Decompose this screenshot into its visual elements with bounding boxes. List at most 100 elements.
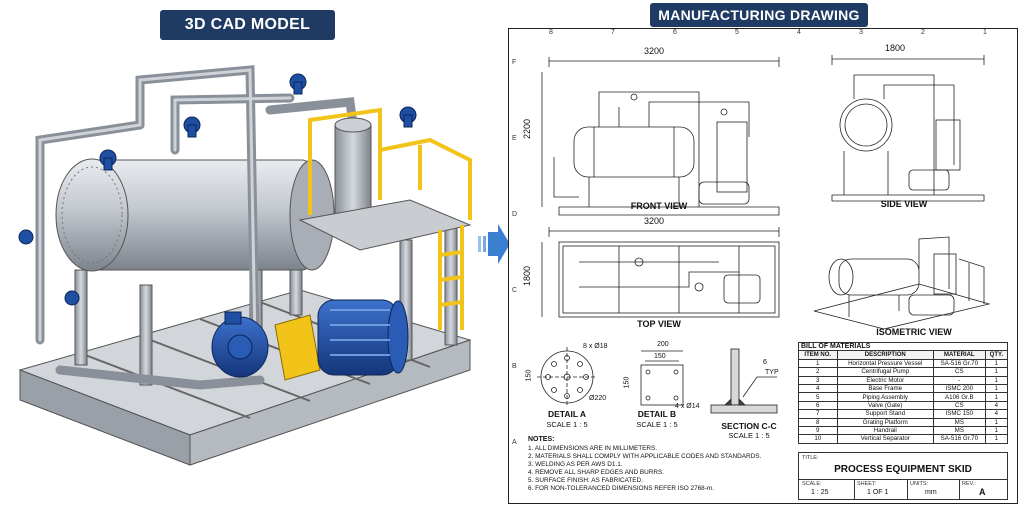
table-cell: Electric Motor (836, 375, 934, 385)
section-weld-typ: TYP (765, 369, 779, 376)
table-cell: 2 (798, 367, 838, 377)
gate-valves (18, 73, 417, 306)
table-cell: ISMC 150 (932, 409, 986, 419)
table-cell: MS (932, 417, 986, 427)
table-cell: Support Stand (836, 409, 934, 419)
table-cell: 9 (798, 425, 838, 436)
section-weld-size: 6 (763, 359, 767, 366)
front-height-dim: 2200 (522, 118, 533, 140)
table-cell: 4 (984, 400, 1009, 411)
zone-marker-top: 6 (673, 29, 677, 36)
table-cell: Piping Assembly (836, 392, 934, 402)
top-height-dim: 1800 (522, 265, 533, 287)
title-caption: TITLE: (802, 455, 819, 461)
bom-header-qty: QTY. (984, 350, 1009, 360)
note-item: 4. REMOVE ALL SHARP EDGES AND BURRS. (528, 469, 665, 476)
detail-a-dia-dim: Ø220 (589, 395, 607, 402)
front-view-drawing (541, 57, 780, 216)
drawing-notes: NOTES: 1. ALL DIMENSIONS ARE IN MILLIMET… (528, 436, 778, 493)
side-view-label: SIDE VIEW (880, 199, 928, 209)
table-cell: 1 (984, 383, 1009, 394)
table-cell: 1 (984, 417, 1009, 427)
note-item: 1. ALL DIMENSIONS ARE IN MILLIMETERS. (528, 445, 658, 452)
table-cell: Handrail (836, 425, 934, 436)
zone-marker-side: C (512, 287, 518, 294)
detail-b-scale: SCALE 1 : 5 (636, 420, 678, 429)
table-cell: 4 (984, 409, 1009, 419)
detail-a-side-dim: 150 (525, 369, 533, 382)
table-cell: Grating Platform (836, 417, 934, 427)
cad-model-title: 3D CAD MODEL (160, 10, 335, 40)
zone-marker-top: 1 (983, 29, 987, 36)
table-cell: 1 (984, 425, 1009, 436)
note-item: 2. MATERIALS SHALL COMPLY WITH APPLICABL… (528, 453, 762, 460)
table-cell: Base Frame (836, 383, 934, 394)
table-cell: 7 (798, 409, 838, 419)
table-cell: 10 (798, 434, 838, 444)
table-cell: 1 (984, 392, 1009, 402)
table-cell: 5 (798, 392, 838, 402)
zone-marker-top: 3 (859, 29, 863, 36)
rev-value: A (979, 487, 986, 497)
title-block: TITLE: PROCESS EQUIPMENT SKID SCALE: 1 :… (798, 452, 1008, 500)
front-view-label: FRONT VIEW (630, 201, 688, 211)
table-cell: - (932, 375, 986, 385)
bill-of-materials-table: BILL OF MATERIALS ITEM NO. DESCRIPTION M… (798, 341, 1009, 444)
drawing-title-banner: MANUFACTURING DRAWING (650, 3, 868, 27)
section-cc-scale: SCALE 1 : 5 (728, 431, 770, 440)
rev-caption: REV.: (962, 481, 976, 487)
note-item: 3. WELDING AS PER AWS D1.1. (528, 461, 623, 468)
note-item: 6. FOR NON-TOLERANCED DIMENSIONS REFER I… (528, 485, 714, 492)
table-cell: 4 (798, 383, 838, 394)
table-cell: A106 Gr.B (932, 392, 986, 402)
front-width-dim: 3200 (644, 46, 665, 56)
table-cell: Vertical Separator (836, 434, 934, 444)
zone-marker-top: 4 (797, 29, 801, 36)
electric-motor (317, 299, 409, 376)
zone-marker-top: 7 (611, 29, 615, 36)
zone-marker-side: E (512, 135, 517, 142)
detail-a-label: DETAIL A (547, 409, 587, 419)
zone-marker-top: 2 (921, 29, 925, 36)
table-cell: MS (932, 425, 986, 436)
table-cell: ISMC 200 (932, 383, 986, 394)
sheet-caption: SHEET: (857, 481, 877, 487)
centrifugal-pump (211, 311, 269, 378)
transition-arrow-icon (478, 224, 510, 264)
top-view-label: TOP VIEW (637, 319, 681, 329)
table-cell: 1 (984, 434, 1009, 444)
bom-header-material: MATERIAL (932, 350, 986, 360)
table-cell: 1 (984, 367, 1009, 377)
isometric-view-label: ISOMETRIC VIEW (876, 327, 952, 337)
handrail (308, 107, 472, 330)
zone-marker-top: 5 (735, 29, 739, 36)
detail-a-drawing (537, 347, 597, 407)
notes-header: NOTES: (528, 436, 555, 443)
section-cc-label: SECTION C-C (721, 421, 777, 431)
cad-model-illustration (18, 65, 472, 466)
table-cell: Horizontal Pressure Vessel (836, 358, 934, 369)
table-cell: 1 (984, 375, 1009, 385)
zone-marker-side: D (512, 211, 518, 218)
isometric-view-drawing (813, 236, 991, 329)
units-caption: UNITS: (910, 481, 929, 487)
table-cell: SA-516 Gr.70 (932, 358, 986, 369)
side-width-dim: 1800 (885, 43, 906, 53)
note-item: 5. SURFACE FINISH: AS FABRICATED. (528, 477, 643, 484)
table-cell: Centrifugal Pump (836, 367, 934, 377)
table-cell: 3 (798, 375, 838, 385)
grating-platform (298, 199, 472, 251)
table-cell: CS (932, 367, 986, 377)
scale-caption: SCALE: (802, 481, 822, 487)
detail-b-drawing (640, 350, 684, 406)
coupling-guard (274, 314, 321, 381)
